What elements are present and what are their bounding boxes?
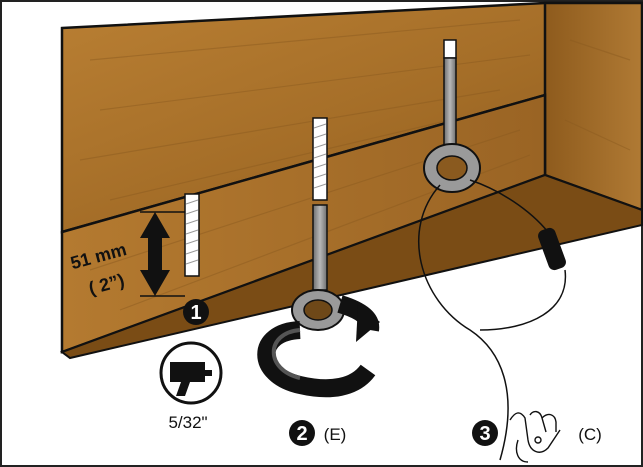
step2-eye-screw [291,204,345,331]
step1-number: 1 [190,302,201,324]
wood-right-panel [543,1,643,212]
step2-caption: (E) [324,425,347,444]
step2-number: 2 [296,423,307,445]
rotate-arrow-icon [257,295,380,398]
step2-badge: 2 [289,420,315,446]
step3-number: 3 [479,423,490,445]
step3-badge: 3 [472,420,498,446]
drill-icon [158,340,224,406]
hand-pinch-icon [509,410,561,463]
step3-caption: (C) [578,425,602,444]
measure-arrow-icon [140,211,185,297]
step2-hole [312,117,328,201]
step1-caption: 5/32" [168,413,207,432]
pull-cord [417,179,567,461]
cord-tassel [538,227,566,271]
step3-eye-screw [423,39,481,193]
step1-hole [184,193,200,277]
step1-badge: 1 [183,299,209,325]
